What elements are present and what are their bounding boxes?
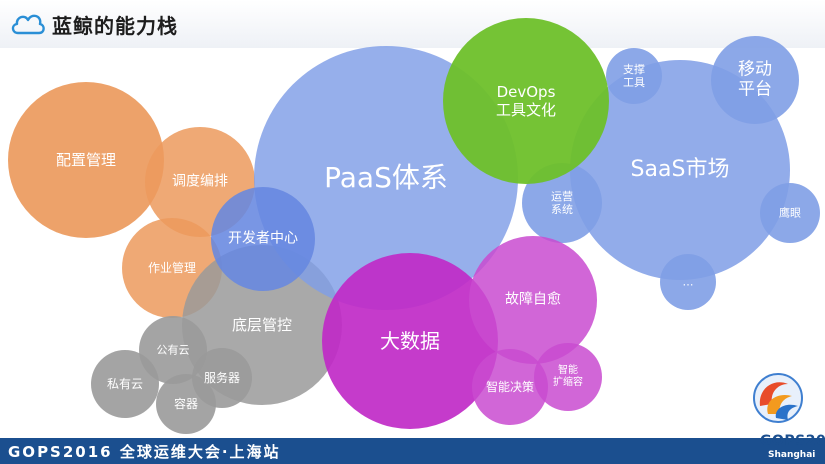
bubble-bigdata (322, 253, 498, 429)
bubble-config (8, 82, 164, 238)
bubble-pubcloud (139, 316, 207, 384)
bubble-more (660, 254, 716, 310)
bubble-container (156, 374, 216, 434)
footer-bar: GOPS2016 全球运维大会·上海站 (0, 438, 825, 464)
bubble-support (606, 48, 662, 104)
bubble-dev (211, 187, 315, 291)
bubble-privcloud (91, 350, 159, 418)
bubble-decision (472, 349, 548, 425)
page-title: 蓝鲸的能力栈 (52, 14, 178, 38)
header-bar: 蓝鲸的能力栈 (0, 0, 825, 48)
footer-text: GOPS2016 全球运维大会·上海站 (8, 443, 281, 461)
bubble-ops (522, 163, 602, 243)
bubble-mobile (711, 36, 799, 124)
bubble-eagle (760, 183, 820, 243)
bubble-scale (534, 343, 602, 411)
badge-city: Shanghai (768, 450, 816, 460)
cloud-icon (11, 14, 45, 35)
badge-year: GOPS2016 (760, 433, 825, 449)
bubble-devops (443, 18, 609, 184)
gops-logo-icon (753, 373, 803, 423)
bubble-fault (469, 236, 597, 364)
